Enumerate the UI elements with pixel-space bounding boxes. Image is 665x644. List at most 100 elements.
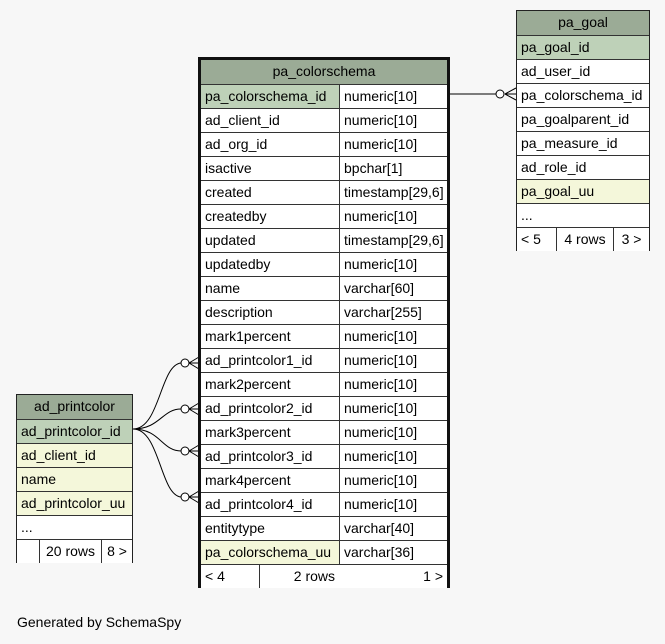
column-name: ad_role_id	[517, 156, 649, 179]
column-name: ad_org_id	[201, 133, 339, 156]
column-type: numeric[10]	[339, 349, 447, 372]
link-colorschema-to-goal	[449, 87, 517, 101]
column-name: mark4percent	[201, 469, 339, 492]
footer-parents: < 4	[201, 565, 259, 588]
link-printcolor-to-colorschema	[132, 356, 200, 504]
column-name: created	[201, 181, 339, 204]
column-name: pa_goal_id	[517, 36, 649, 59]
column-name: ad_printcolor_id	[17, 420, 132, 443]
column-type: numeric[10]	[339, 85, 447, 108]
column-type: numeric[10]	[339, 493, 447, 516]
column-type: timestamp[29,6]	[339, 181, 447, 204]
table-row[interactable]: ad_user_id	[517, 59, 649, 83]
column-type: numeric[10]	[339, 325, 447, 348]
column-type: timestamp[29,6]	[339, 229, 447, 252]
table-title: pa_goal	[517, 11, 649, 35]
column-type: numeric[10]	[339, 373, 447, 396]
table-row[interactable]: pa_goal_id	[517, 35, 649, 59]
footer-rows: 2 rows	[259, 565, 339, 588]
column-name: mark3percent	[201, 421, 339, 444]
table-header[interactable]: pa_goal	[517, 11, 649, 35]
column-name: ad_printcolor3_id	[201, 445, 339, 468]
column-type: varchar[255]	[339, 301, 447, 324]
table-row[interactable]: pa_colorschema_id	[517, 83, 649, 107]
column-type: numeric[10]	[339, 445, 447, 468]
column-name: isactive	[201, 157, 339, 180]
column-name: updatedby	[201, 253, 339, 276]
column-name: pa_goalparent_id	[517, 108, 649, 131]
column-type: numeric[10]	[339, 253, 447, 276]
column-type: varchar[40]	[339, 517, 447, 540]
footer-children: 3 >	[613, 228, 649, 251]
table-header[interactable]: pa_colorschema	[201, 60, 447, 84]
table-header[interactable]: ad_printcolor	[17, 395, 132, 419]
table-row[interactable]: pa_goalparent_id	[517, 107, 649, 131]
footer-children: 1 >	[339, 565, 447, 588]
footer-rows: 4 rows	[556, 228, 613, 251]
column-name: pa_colorschema_id	[517, 84, 649, 107]
column-type: numeric[10]	[339, 421, 447, 444]
table-row[interactable]: ad_printcolor_id	[17, 419, 132, 443]
column-name: entitytype	[201, 517, 339, 540]
column-name: pa_colorschema_uu	[201, 541, 339, 564]
column-name: pa_colorschema_id	[201, 85, 339, 108]
generated-by-text: Generated by SchemaSpy	[17, 614, 182, 630]
table-row[interactable]: pa_measure_id	[517, 131, 649, 155]
table-row[interactable]: ad_role_id	[517, 155, 649, 179]
footer-parents: < 5	[517, 228, 556, 251]
column-type: varchar[36]	[339, 541, 447, 564]
column-name: name	[17, 468, 132, 491]
column-name: mark1percent	[201, 325, 339, 348]
column-type: bpchar[1]	[339, 157, 447, 180]
table-row[interactable]: pa_goal_uu	[517, 179, 649, 203]
table-title: pa_colorschema	[201, 60, 447, 84]
table-row[interactable]: ad_printcolor_uu	[17, 491, 132, 515]
table-row[interactable]: name	[17, 467, 132, 491]
column-name: ad_printcolor4_id	[201, 493, 339, 516]
footer-rows: 20 rows	[39, 540, 101, 563]
column-type: numeric[10]	[339, 133, 447, 156]
column-name: ad_client_id	[201, 109, 339, 132]
column-name: name	[201, 277, 339, 300]
table-row[interactable]: ad_client_id	[17, 443, 132, 467]
column-name: ...	[517, 204, 649, 227]
column-name: mark2percent	[201, 373, 339, 396]
column-type: varchar[60]	[339, 277, 447, 300]
table-row[interactable]: ...	[517, 203, 649, 227]
table-row[interactable]: ...	[17, 515, 132, 539]
footer-children: 8 >	[101, 540, 132, 563]
column-name: createdby	[201, 205, 339, 228]
column-type: numeric[10]	[339, 205, 447, 228]
table-title: ad_printcolor	[17, 395, 132, 419]
column-type: numeric[10]	[339, 469, 447, 492]
column-name: updated	[201, 229, 339, 252]
column-name: ad_client_id	[17, 444, 132, 467]
